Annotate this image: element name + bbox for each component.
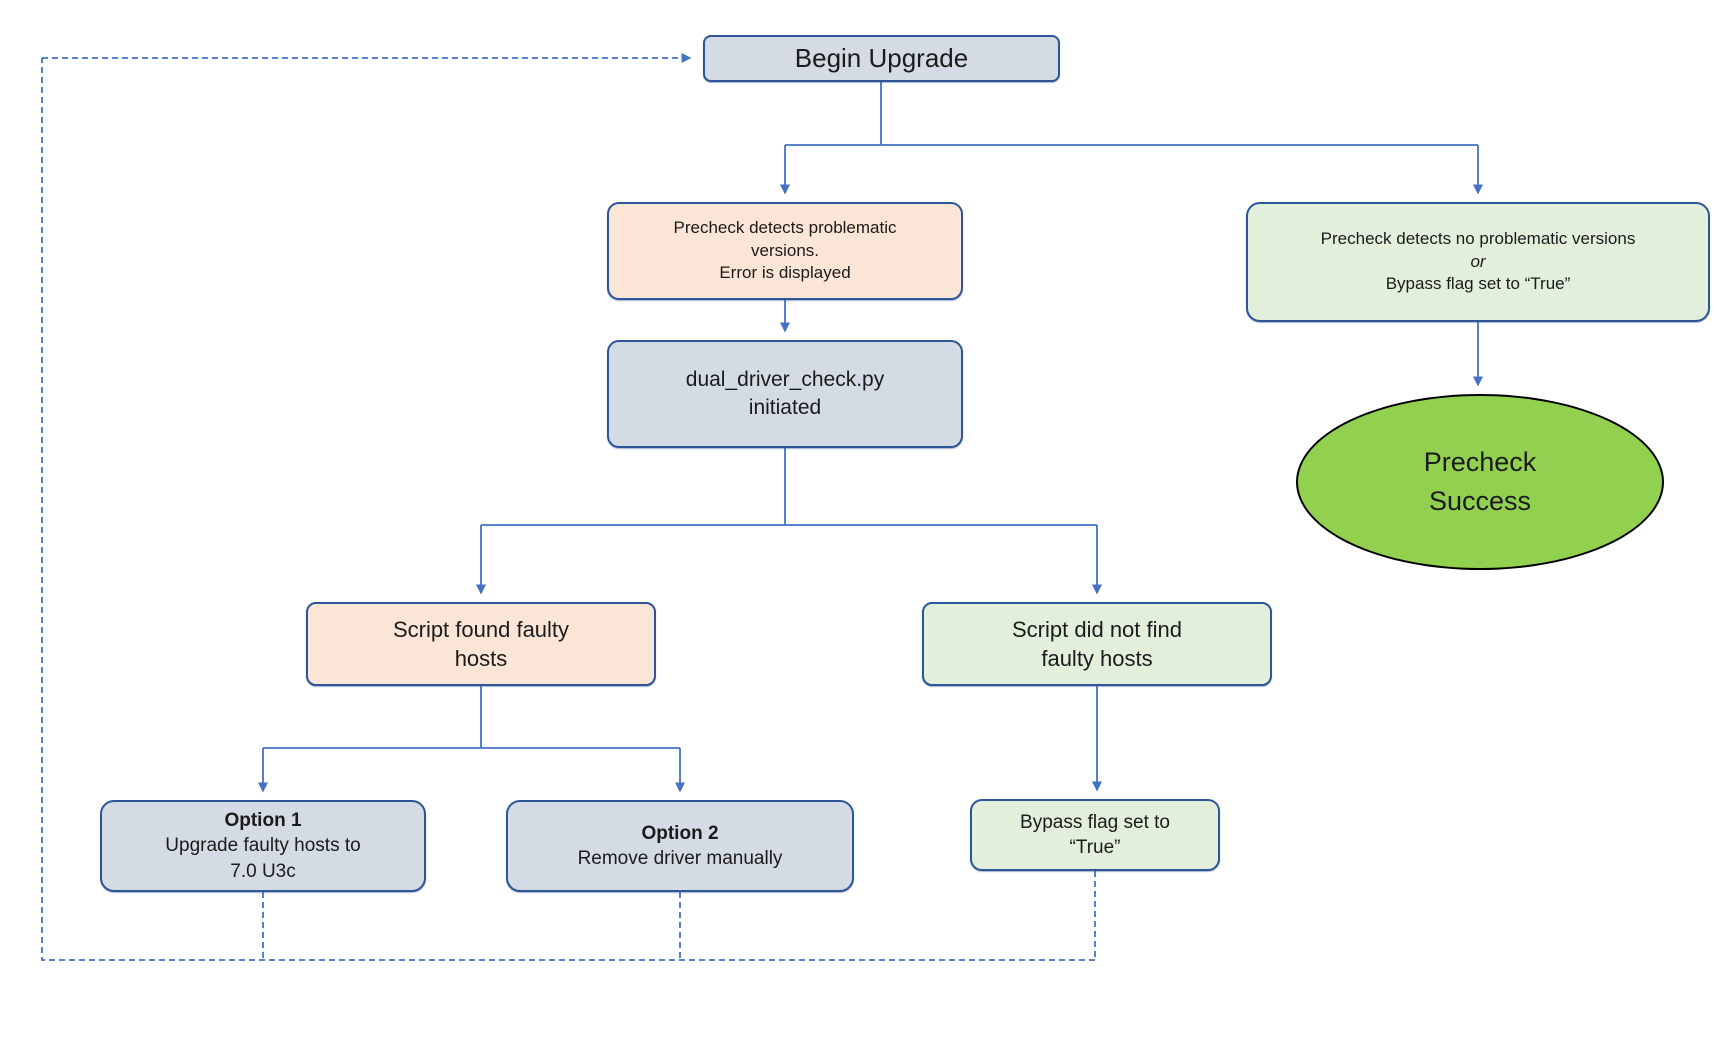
- node-script-found-faulty-label: Script found faulty hosts: [392, 616, 570, 671]
- node-begin-upgrade-label: Begin Upgrade: [794, 43, 969, 74]
- node-option1-title: Option 1: [224, 810, 302, 832]
- node-precheck-ok: Precheck detects no problematic versions…: [1246, 202, 1710, 322]
- node-precheck-ok-line2: or: [1470, 251, 1486, 271]
- loop-bottom-left-up: [41, 58, 1095, 961]
- node-precheck-problem-label: Precheck detects problematic versions. E…: [673, 218, 897, 283]
- connector-begin-split: [785, 82, 1478, 146]
- node-precheck-success: Precheck Success: [1296, 394, 1664, 570]
- node-dual-driver-check-label: dual_driver_check.py initiated: [685, 368, 885, 419]
- connector-found-split: [263, 686, 680, 749]
- node-precheck-problem: Precheck detects problematic versions. E…: [607, 202, 963, 300]
- node-option1: Option 1 Upgrade faulty hosts to 7.0 U3c: [100, 800, 426, 892]
- node-begin-upgrade: Begin Upgrade: [703, 35, 1060, 82]
- node-bypass-flag-true: Bypass flag set to “True”: [970, 799, 1220, 871]
- node-option2-body: Remove driver manually: [577, 848, 783, 869]
- node-option1-body: Upgrade faulty hosts to 7.0 U3c: [165, 835, 361, 882]
- node-precheck-ok-line3: Bypass flag set to “True”: [1385, 274, 1571, 294]
- node-script-found-faulty: Script found faulty hosts: [306, 602, 656, 686]
- node-option2: Option 2 Remove driver manually: [506, 800, 854, 892]
- node-precheck-success-label: Precheck Success: [1423, 446, 1537, 516]
- node-script-not-found-faulty: Script did not find faulty hosts: [922, 602, 1272, 686]
- node-script-not-found-faulty-label: Script did not find faulty hosts: [1012, 616, 1182, 671]
- node-bypass-flag-true-label: Bypass flag set to “True”: [1020, 811, 1170, 858]
- connector-dualdriver-split: [481, 448, 1097, 526]
- node-dual-driver-check: dual_driver_check.py initiated: [607, 340, 963, 448]
- node-option2-title: Option 2: [641, 822, 719, 844]
- node-precheck-ok-line1: Precheck detects no problematic versions: [1320, 229, 1636, 249]
